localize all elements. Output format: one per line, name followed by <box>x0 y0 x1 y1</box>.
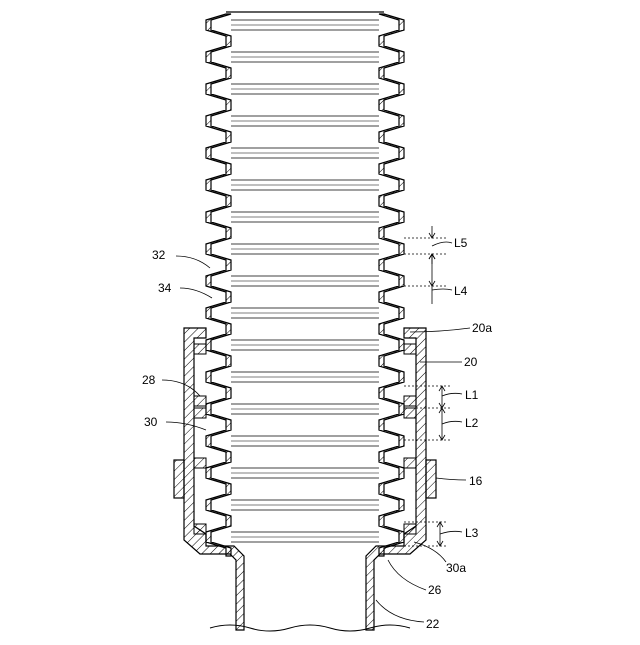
label-32: 32 <box>152 248 166 262</box>
label-l4: L4 <box>454 284 468 298</box>
left-retaining-rings <box>194 344 206 534</box>
label-22: 22 <box>426 617 440 631</box>
label-20a: 20a <box>472 321 492 335</box>
ref-34: 34 <box>158 281 212 298</box>
dimension-l4: L4 <box>404 254 468 304</box>
label-l1: L1 <box>465 388 479 402</box>
retaining-ring <box>194 524 206 534</box>
ref-26: 26 <box>388 560 442 597</box>
clamp-right-block <box>426 460 436 498</box>
ref-32: 32 <box>152 248 210 268</box>
retaining-ring <box>404 408 416 418</box>
label-l5: L5 <box>454 236 468 250</box>
right-retaining-rings <box>404 344 416 534</box>
ref-16: 16 <box>436 474 483 488</box>
label-l3: L3 <box>465 526 479 540</box>
retaining-ring <box>404 396 416 406</box>
bellows-inner-lines <box>231 20 379 542</box>
label-l2: L2 <box>465 416 479 430</box>
label-30a: 30a <box>446 561 466 575</box>
ref-20: 20 <box>420 355 478 369</box>
clamp-left-block <box>174 460 184 498</box>
label-16: 16 <box>469 474 483 488</box>
retaining-ring <box>194 344 206 354</box>
bellows-right-wall <box>379 14 404 556</box>
ref-22: 22 <box>376 600 440 631</box>
label-34: 34 <box>158 281 172 295</box>
label-20: 20 <box>464 355 478 369</box>
dimension-l5: L5 <box>404 226 468 264</box>
retaining-ring <box>194 408 206 418</box>
ref-30a: 30a <box>414 542 466 575</box>
retaining-ring <box>404 344 416 354</box>
label-30: 30 <box>144 415 158 429</box>
label-26: 26 <box>428 583 442 597</box>
label-28: 28 <box>142 373 156 387</box>
retaining-ring <box>194 458 206 468</box>
retaining-ring <box>404 458 416 468</box>
retaining-ring <box>404 524 416 534</box>
retaining-ring <box>194 396 206 406</box>
bellows-left-wall <box>206 14 231 556</box>
